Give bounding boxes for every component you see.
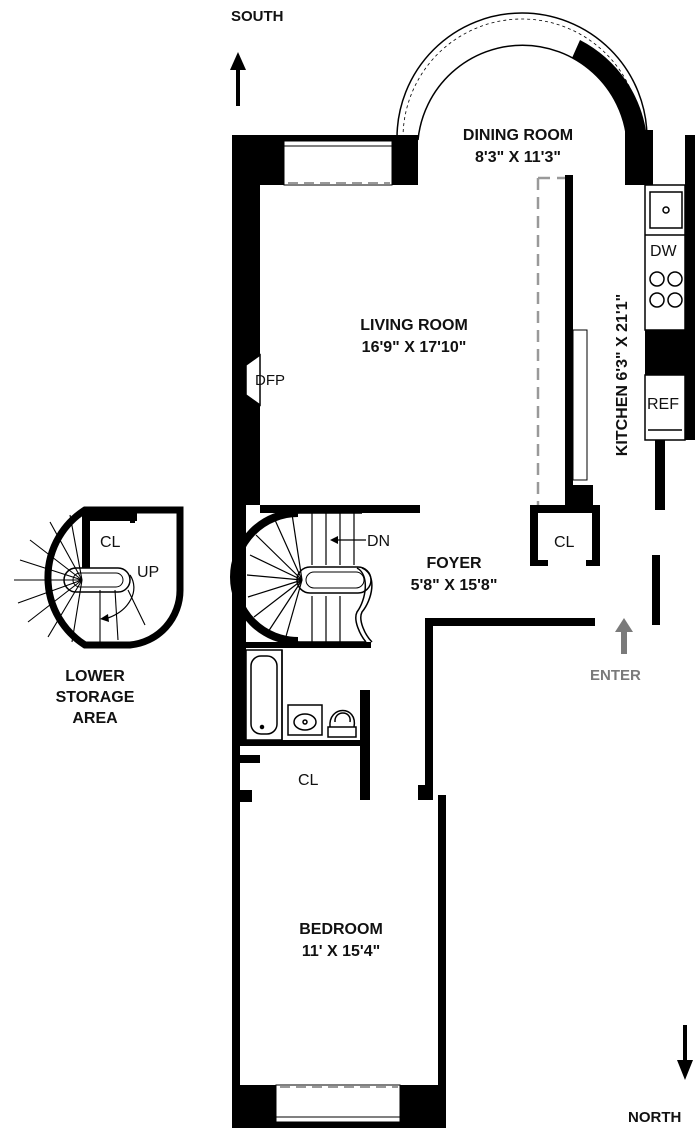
- lower-storage-line3: AREA: [72, 710, 118, 727]
- north-label: NORTH: [628, 1109, 681, 1126]
- north-arrow-icon: [677, 1025, 693, 1080]
- lower-storage-plan: [14, 506, 184, 649]
- lower-storage-line1: LOWER: [65, 668, 125, 685]
- bathroom: [245, 649, 357, 741]
- living-room-name: LIVING ROOM: [360, 317, 468, 334]
- up-arrow-icon: [100, 614, 109, 622]
- kitchen-label: KITCHEN 6'3" X 21'1": [614, 294, 631, 456]
- refrigerator-label: REF: [647, 396, 679, 413]
- fireplace: [245, 353, 261, 407]
- kitchen-counter: [644, 184, 686, 441]
- bedroom-size: 11' X 15'4": [302, 943, 380, 960]
- enter-arrow-icon: [615, 618, 633, 654]
- walls: [232, 130, 695, 1128]
- storage-closet-label: CL: [100, 534, 121, 551]
- bedroom-name: BEDROOM: [299, 921, 383, 938]
- dishwasher-label: DW: [650, 243, 678, 260]
- dining-bay-window: [396, 12, 653, 185]
- dining-room-name: DINING ROOM: [463, 127, 573, 144]
- main-staircase: [230, 509, 373, 645]
- stair-up-label: UP: [137, 564, 159, 581]
- fireplace-label: DFP: [255, 372, 285, 389]
- south-label: SOUTH: [231, 8, 284, 25]
- living-room-size: 16'9" X 17'10": [362, 339, 467, 356]
- foyer-size: 5'8" X 15'8": [411, 577, 498, 594]
- south-arrow-icon: [230, 52, 246, 106]
- dining-room-size: 8'3" X 11'3": [475, 149, 561, 166]
- bath-closet-label: CL: [298, 772, 319, 789]
- foyer-name: FOYER: [426, 555, 482, 572]
- down-arrow-icon: [330, 536, 366, 544]
- foyer-closet-label: CL: [554, 534, 575, 551]
- dashed-opening: [536, 176, 588, 505]
- enter-label: ENTER: [590, 667, 641, 684]
- lower-storage-line2: STORAGE: [56, 689, 135, 706]
- windows: [275, 140, 401, 1123]
- stair-down-label: DN: [367, 533, 390, 550]
